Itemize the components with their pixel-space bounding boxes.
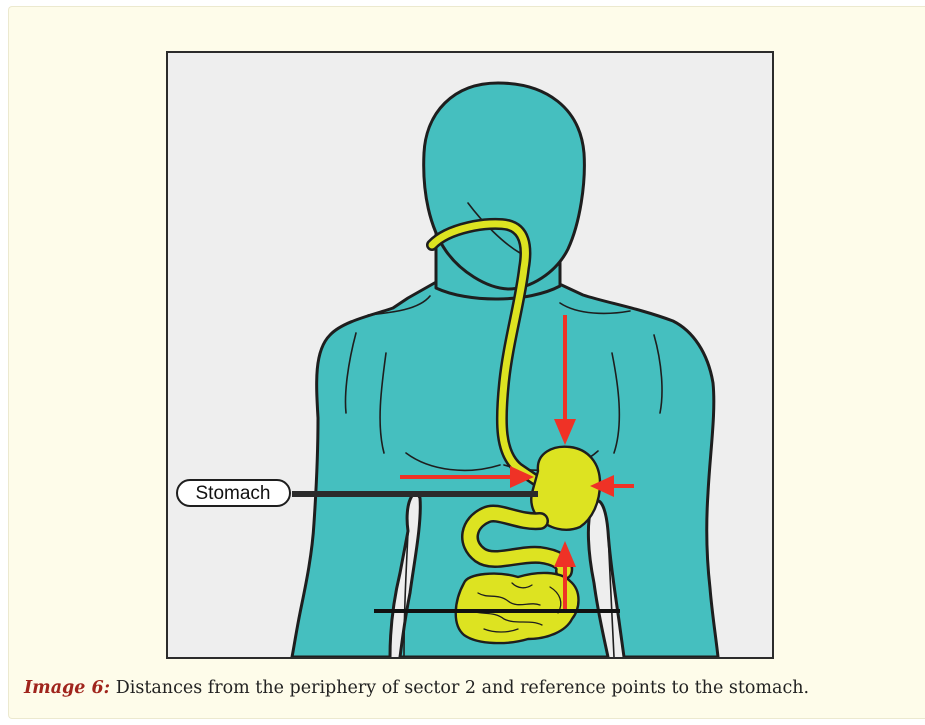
caption-text: Distances from the periphery of sector 2…	[110, 678, 809, 698]
anatomy-diagram	[168, 53, 772, 657]
stomach-callout-label: Stomach	[196, 483, 271, 504]
caption-label: Image 6:	[24, 678, 110, 698]
stomach-callout: Stomach	[176, 477, 306, 509]
anatomy-figure	[166, 51, 774, 659]
figure-caption: Image 6: Distances from the periphery of…	[24, 676, 914, 700]
